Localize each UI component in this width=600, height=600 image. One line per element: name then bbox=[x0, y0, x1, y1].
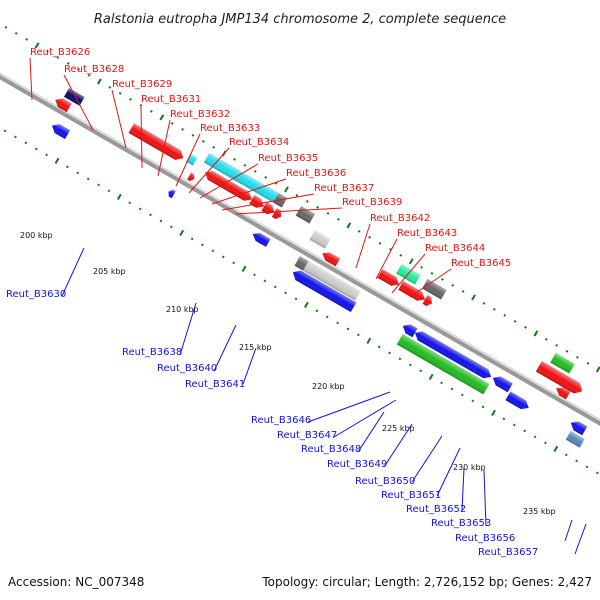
kbp-label: 230 kbp bbox=[453, 463, 486, 472]
lower-gene-labels[interactable]: Reut_B3630Reut_B3638Reut_B3640Reut_B3641… bbox=[6, 247, 587, 558]
gene-label[interactable]: Reut_B3648 bbox=[301, 444, 361, 455]
gene-label[interactable]: Reut_B3633 bbox=[200, 123, 260, 134]
gene-label[interactable]: Reut_B3632 bbox=[170, 109, 230, 120]
leader-line bbox=[574, 523, 587, 555]
leader-line bbox=[235, 207, 343, 215]
upper-gene-labels[interactable]: Reut_B3626Reut_B3628Reut_B3629Reut_B3631… bbox=[29, 47, 511, 298]
leader-line bbox=[307, 391, 391, 423]
gene-label[interactable]: Reut_B3639 bbox=[342, 197, 402, 208]
gene-label[interactable]: Reut_B3652 bbox=[406, 504, 466, 515]
leader-line bbox=[461, 467, 465, 512]
gene-label[interactable]: Reut_B3647 bbox=[277, 430, 337, 441]
upper-tick-track bbox=[4, 26, 600, 373]
gene-label[interactable]: Reut_B3638 bbox=[122, 347, 182, 358]
gene-label[interactable]: Reut_B3646 bbox=[251, 415, 311, 426]
leader-line bbox=[411, 435, 443, 483]
leader-line bbox=[140, 104, 143, 169]
gene-label[interactable]: Reut_B3637 bbox=[314, 183, 374, 194]
gene-label[interactable]: Reut_B3630 bbox=[6, 289, 66, 300]
leader-line bbox=[111, 89, 127, 149]
leader-line bbox=[175, 133, 201, 187]
gene-label[interactable]: Reut_B3653 bbox=[431, 518, 491, 529]
map-title: Ralstonia eutropha JMP134 chromosome 2, … bbox=[94, 12, 506, 27]
accession-text: Accession: NC_007348 bbox=[8, 575, 144, 589]
leader-line bbox=[199, 163, 259, 199]
leader-line bbox=[564, 519, 573, 542]
gene-label[interactable]: Reut_B3657 bbox=[478, 547, 538, 558]
kbp-label: 215 kbp bbox=[239, 343, 272, 352]
kbp-label: 205 kbp bbox=[93, 267, 126, 276]
leader-line bbox=[483, 469, 487, 527]
gene-label[interactable]: Reut_B3650 bbox=[355, 476, 415, 487]
leader-line bbox=[213, 324, 237, 372]
leader-line bbox=[179, 302, 197, 356]
gene-label[interactable]: Reut_B3651 bbox=[381, 490, 441, 501]
lower-tick-track bbox=[3, 129, 599, 475]
leader-line bbox=[188, 147, 230, 194]
kbp-label: 200 kbp bbox=[20, 231, 53, 240]
gene-label[interactable]: Reut_B3635 bbox=[258, 153, 318, 164]
leader-line bbox=[61, 247, 85, 297]
leader-line bbox=[333, 399, 397, 438]
leader-line bbox=[436, 447, 461, 497]
leader-line bbox=[383, 423, 413, 468]
gene-label[interactable]: Reut_B3644 bbox=[425, 243, 485, 254]
backbone bbox=[0, 9, 600, 465]
leader-line bbox=[157, 119, 171, 177]
kbp-label: 220 kbp bbox=[312, 382, 345, 391]
gene-label[interactable]: Reut_B3649 bbox=[327, 459, 387, 470]
leader-line bbox=[63, 74, 94, 131]
kbp-label: 225 kbp bbox=[382, 424, 415, 433]
leader-line bbox=[221, 193, 315, 211]
gene-label[interactable]: Reut_B3643 bbox=[397, 228, 457, 239]
leader-line bbox=[211, 178, 287, 205]
gene-label[interactable]: Reut_B3636 bbox=[286, 168, 346, 179]
gene-label[interactable]: Reut_B3656 bbox=[455, 533, 515, 544]
summary-text: Topology: circular; Length: 2,726,152 bp… bbox=[261, 575, 592, 589]
leader-line bbox=[375, 238, 398, 280]
leader-line bbox=[355, 223, 371, 269]
leader-line bbox=[29, 57, 33, 101]
gene-label[interactable]: Reut_B3631 bbox=[141, 94, 201, 105]
gene-label[interactable]: Reut_B3626 bbox=[30, 47, 90, 58]
kbp-scale-labels: 200 kbp 205 kbp 210 kbp 215 kbp 220 kbp … bbox=[20, 231, 556, 516]
gene-label[interactable]: Reut_B3645 bbox=[451, 258, 511, 269]
leader-line bbox=[391, 253, 426, 294]
kbp-label: 235 kbp bbox=[523, 507, 556, 516]
gene-label[interactable]: Reut_B3629 bbox=[112, 79, 172, 90]
leader-line bbox=[242, 347, 257, 385]
gene-label[interactable]: Reut_B3628 bbox=[64, 64, 124, 75]
gene-label[interactable]: Reut_B3634 bbox=[229, 137, 289, 148]
gene-label[interactable]: Reut_B3640 bbox=[157, 363, 217, 374]
gene-label[interactable]: Reut_B3642 bbox=[370, 213, 430, 224]
leader-line bbox=[357, 411, 385, 453]
gene-label[interactable]: Reut_B3641 bbox=[185, 379, 245, 390]
leader-line bbox=[409, 268, 452, 298]
kbp-label: 210 kbp bbox=[166, 305, 199, 314]
